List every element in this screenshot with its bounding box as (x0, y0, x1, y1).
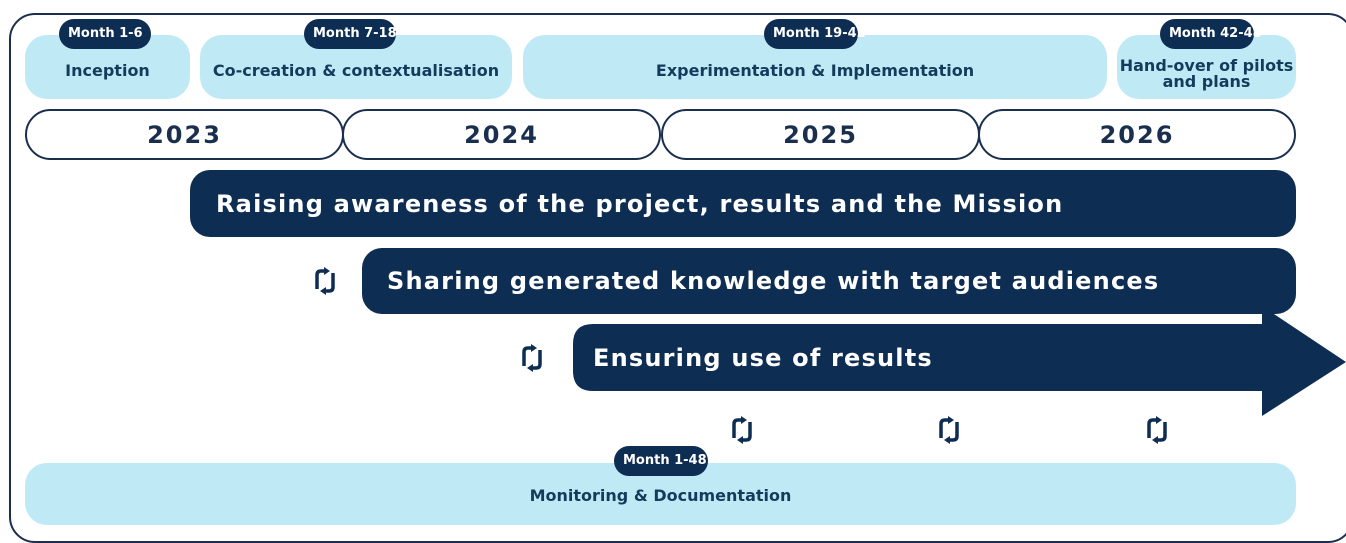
activity-raising-awareness: Raising awareness of the project, result… (190, 170, 1296, 237)
year-2023: 2023 (25, 109, 344, 160)
activity-label: Sharing generated knowledge with target … (387, 267, 1160, 295)
phase-label: Experimentation & Implementation (655, 61, 975, 80)
month-badge: Month 19-42 (764, 19, 866, 49)
phase-label-line2: and plans (1162, 72, 1251, 91)
phase-label: Inception (65, 61, 150, 80)
cycle-arrows-icon (732, 416, 752, 444)
phase-label-line1: Hand-over of pilots (1119, 56, 1294, 75)
month-badge: Month 1-48 (614, 446, 708, 476)
activity-label: Ensuring use of results (593, 343, 933, 372)
activity-label: Raising awareness of the project, result… (216, 189, 1064, 218)
arrow-body (573, 306, 1346, 416)
year-2026: 2026 (978, 109, 1296, 160)
cycle-arrows-icon (315, 267, 335, 295)
monitoring-label: Monitoring & Documentation (529, 485, 792, 505)
year-2025: 2025 (661, 109, 980, 160)
phase-co-creation: Co-creation & contextualisation (200, 35, 512, 99)
year-2024: 2024 (342, 109, 661, 160)
activity-sharing-knowledge: Sharing generated knowledge with target … (362, 248, 1296, 314)
phase-label: Co-creation & contextualisation (212, 61, 500, 80)
cycle-arrows-icon (1147, 416, 1167, 444)
month-badge: Month 1-6 (59, 19, 151, 49)
cycle-arrows-icon (522, 344, 542, 372)
cycle-arrows-icon (939, 416, 959, 444)
activity-ensuring-use: Ensuring use of results (573, 324, 1253, 391)
month-badge: Month 7-18 (304, 19, 397, 49)
month-badge: Month 42-48 (1160, 19, 1262, 49)
